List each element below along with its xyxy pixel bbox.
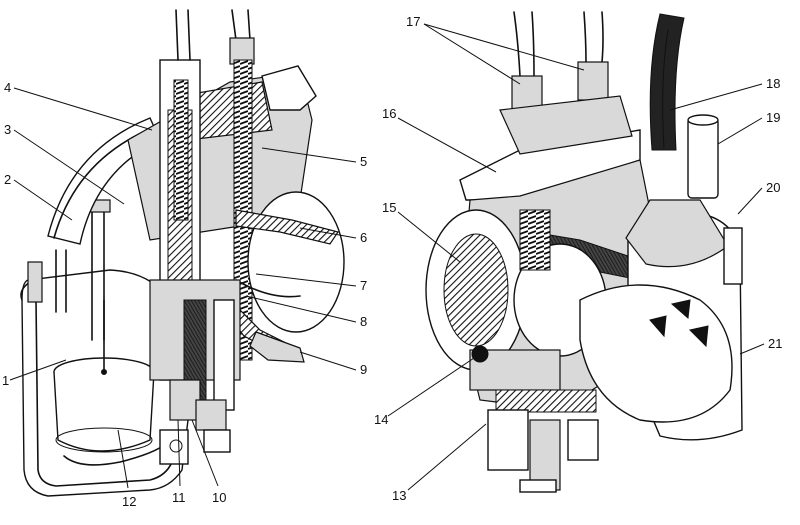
label-5: 5 bbox=[360, 154, 367, 169]
label-8: 8 bbox=[360, 314, 367, 329]
cover-block bbox=[499, 95, 633, 155]
leader-11 bbox=[177, 419, 181, 487]
leader-15 bbox=[397, 211, 461, 263]
label-14: 14 bbox=[374, 412, 388, 427]
screw-14 bbox=[471, 345, 489, 363]
label-6: 6 bbox=[360, 230, 367, 245]
breather-hose bbox=[649, 13, 685, 151]
label-7: 7 bbox=[360, 278, 367, 293]
venturi-lip bbox=[235, 279, 301, 298]
float-body bbox=[53, 371, 155, 452]
drain-screw bbox=[203, 429, 231, 453]
label-19: 19 bbox=[766, 110, 780, 125]
idle-adjust bbox=[567, 419, 599, 461]
outlet-flange bbox=[249, 331, 305, 363]
leader-6 bbox=[299, 227, 357, 239]
leader-21 bbox=[739, 343, 765, 355]
label-3: 3 bbox=[4, 122, 11, 137]
leader-8 bbox=[245, 295, 357, 323]
choke-cable bbox=[231, 9, 251, 41]
right-carburetor-view bbox=[425, 11, 743, 493]
leader-1 bbox=[9, 359, 67, 381]
leader-16 bbox=[397, 117, 497, 173]
top-cover bbox=[261, 65, 317, 111]
main-jet-cover bbox=[529, 419, 561, 491]
leader-5 bbox=[261, 147, 357, 163]
label-12: 12 bbox=[122, 494, 136, 509]
leader-14 bbox=[387, 357, 475, 417]
label-21: 21 bbox=[768, 336, 782, 351]
drain-plug bbox=[487, 409, 529, 471]
guide-tube-a bbox=[55, 249, 67, 313]
throttle-cable bbox=[175, 9, 191, 61]
leader-4 bbox=[13, 87, 153, 131]
idle-jet bbox=[195, 399, 227, 431]
venturi-wall bbox=[235, 209, 339, 245]
plug-nut bbox=[169, 439, 183, 453]
leader-19 bbox=[717, 117, 763, 145]
label-17: 17 bbox=[406, 14, 420, 29]
leader-7 bbox=[255, 273, 357, 287]
leader-20 bbox=[737, 187, 763, 215]
guide-tube-b bbox=[91, 205, 105, 341]
leader-17b bbox=[423, 23, 585, 71]
flange-hole-1 bbox=[670, 299, 691, 320]
needle-tip bbox=[101, 369, 107, 375]
outlet-flange-right bbox=[579, 284, 733, 423]
label-1: 1 bbox=[2, 373, 9, 388]
hose-highlight bbox=[662, 29, 669, 149]
label-20: 20 bbox=[766, 180, 780, 195]
leader-2 bbox=[13, 179, 73, 221]
leader-3 bbox=[13, 129, 125, 205]
label-4: 4 bbox=[4, 80, 11, 95]
label-9: 9 bbox=[360, 362, 367, 377]
label-10: 10 bbox=[212, 490, 226, 505]
base-plate bbox=[495, 389, 597, 413]
label-13: 13 bbox=[392, 488, 406, 503]
bowl-inner-wall bbox=[35, 299, 173, 487]
leader-9 bbox=[299, 351, 357, 371]
flange-hole-3 bbox=[689, 325, 709, 348]
leader-17a bbox=[423, 23, 521, 85]
venturi-throat bbox=[247, 191, 345, 333]
vent-tube bbox=[27, 261, 43, 303]
pilot-jet-housing bbox=[213, 299, 235, 411]
leader-lines bbox=[9, 23, 765, 491]
leader-10 bbox=[191, 419, 219, 487]
plug-cap bbox=[519, 479, 557, 493]
flange-hole-2 bbox=[649, 315, 667, 338]
cable-left bbox=[513, 11, 535, 77]
slide-spring-right bbox=[519, 209, 551, 271]
label-16: 16 bbox=[382, 106, 396, 121]
label-2: 2 bbox=[4, 172, 11, 187]
label-18: 18 bbox=[766, 76, 780, 91]
intake-bore bbox=[443, 233, 509, 347]
float-bottom bbox=[55, 427, 153, 453]
leader-18 bbox=[669, 83, 763, 111]
main-jet-plug bbox=[159, 429, 189, 465]
overflow-tube bbox=[687, 117, 719, 199]
label-11: 11 bbox=[172, 490, 186, 505]
cable-adjuster-right bbox=[577, 61, 609, 101]
bolt-20 bbox=[723, 227, 743, 285]
leader-13 bbox=[407, 423, 487, 491]
leader-12 bbox=[117, 429, 129, 489]
part-labels: 1 2 3 4 5 6 7 8 9 10 11 12 13 14 15 16 1… bbox=[2, 14, 782, 509]
label-15: 15 bbox=[382, 200, 396, 215]
filter-funnel bbox=[625, 199, 729, 268]
cable-right bbox=[583, 11, 604, 63]
left-carburetor-cutaway bbox=[20, 9, 345, 497]
slide-spring bbox=[173, 79, 189, 221]
tube-top bbox=[687, 114, 719, 126]
